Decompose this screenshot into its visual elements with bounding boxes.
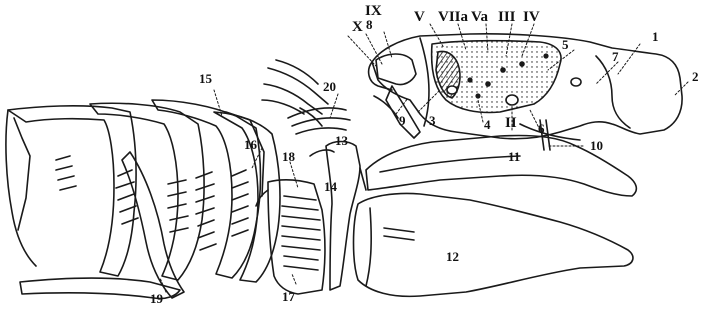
label-8: 8 [366, 18, 373, 31]
label-15: 15 [199, 72, 212, 85]
gill-arch-3 [152, 100, 264, 278]
label-5: 5 [562, 38, 569, 51]
orbital-region [432, 41, 561, 113]
gill-rakers [56, 156, 248, 250]
gill-arch-2 [90, 103, 204, 280]
roman-label-IX: IX [365, 4, 382, 19]
label-18: 18 [282, 150, 295, 163]
lower-jaw [354, 193, 633, 296]
roman-label-VIIa: VIIa [438, 10, 468, 25]
label-12: 12 [446, 250, 459, 263]
leader-lines [160, 24, 688, 292]
label-14: 14 [324, 180, 337, 193]
label-11: 11 [508, 150, 520, 163]
hyomandibular [374, 54, 420, 138]
label-19: 19 [150, 292, 163, 305]
label-10: 10 [590, 139, 603, 152]
roman-label-V: V [414, 10, 425, 25]
roman-label-IV: IV [523, 10, 540, 25]
branchial-rays-upper [262, 60, 328, 126]
label-3: 3 [429, 114, 436, 127]
label-1: 1 [652, 30, 659, 43]
label-17: 17 [282, 290, 295, 303]
basibranchial [256, 180, 325, 294]
gill-arch-1 [6, 106, 136, 276]
roman-label-II: II [505, 116, 517, 131]
label-2: 2 [692, 70, 699, 83]
label-13: 13 [335, 134, 348, 147]
roman-label-Va: Va [471, 10, 488, 25]
roman-label-X: X [352, 20, 363, 35]
label-20: 20 [323, 80, 336, 93]
label-4: 4 [484, 118, 491, 131]
label-9: 9 [399, 114, 406, 127]
roman-label-III: III [498, 10, 516, 25]
label-7: 7 [612, 50, 619, 63]
gill-arch-5-ceratobranchial [20, 152, 184, 299]
label-16: 16 [244, 138, 257, 151]
label-6: 6 [538, 122, 545, 135]
